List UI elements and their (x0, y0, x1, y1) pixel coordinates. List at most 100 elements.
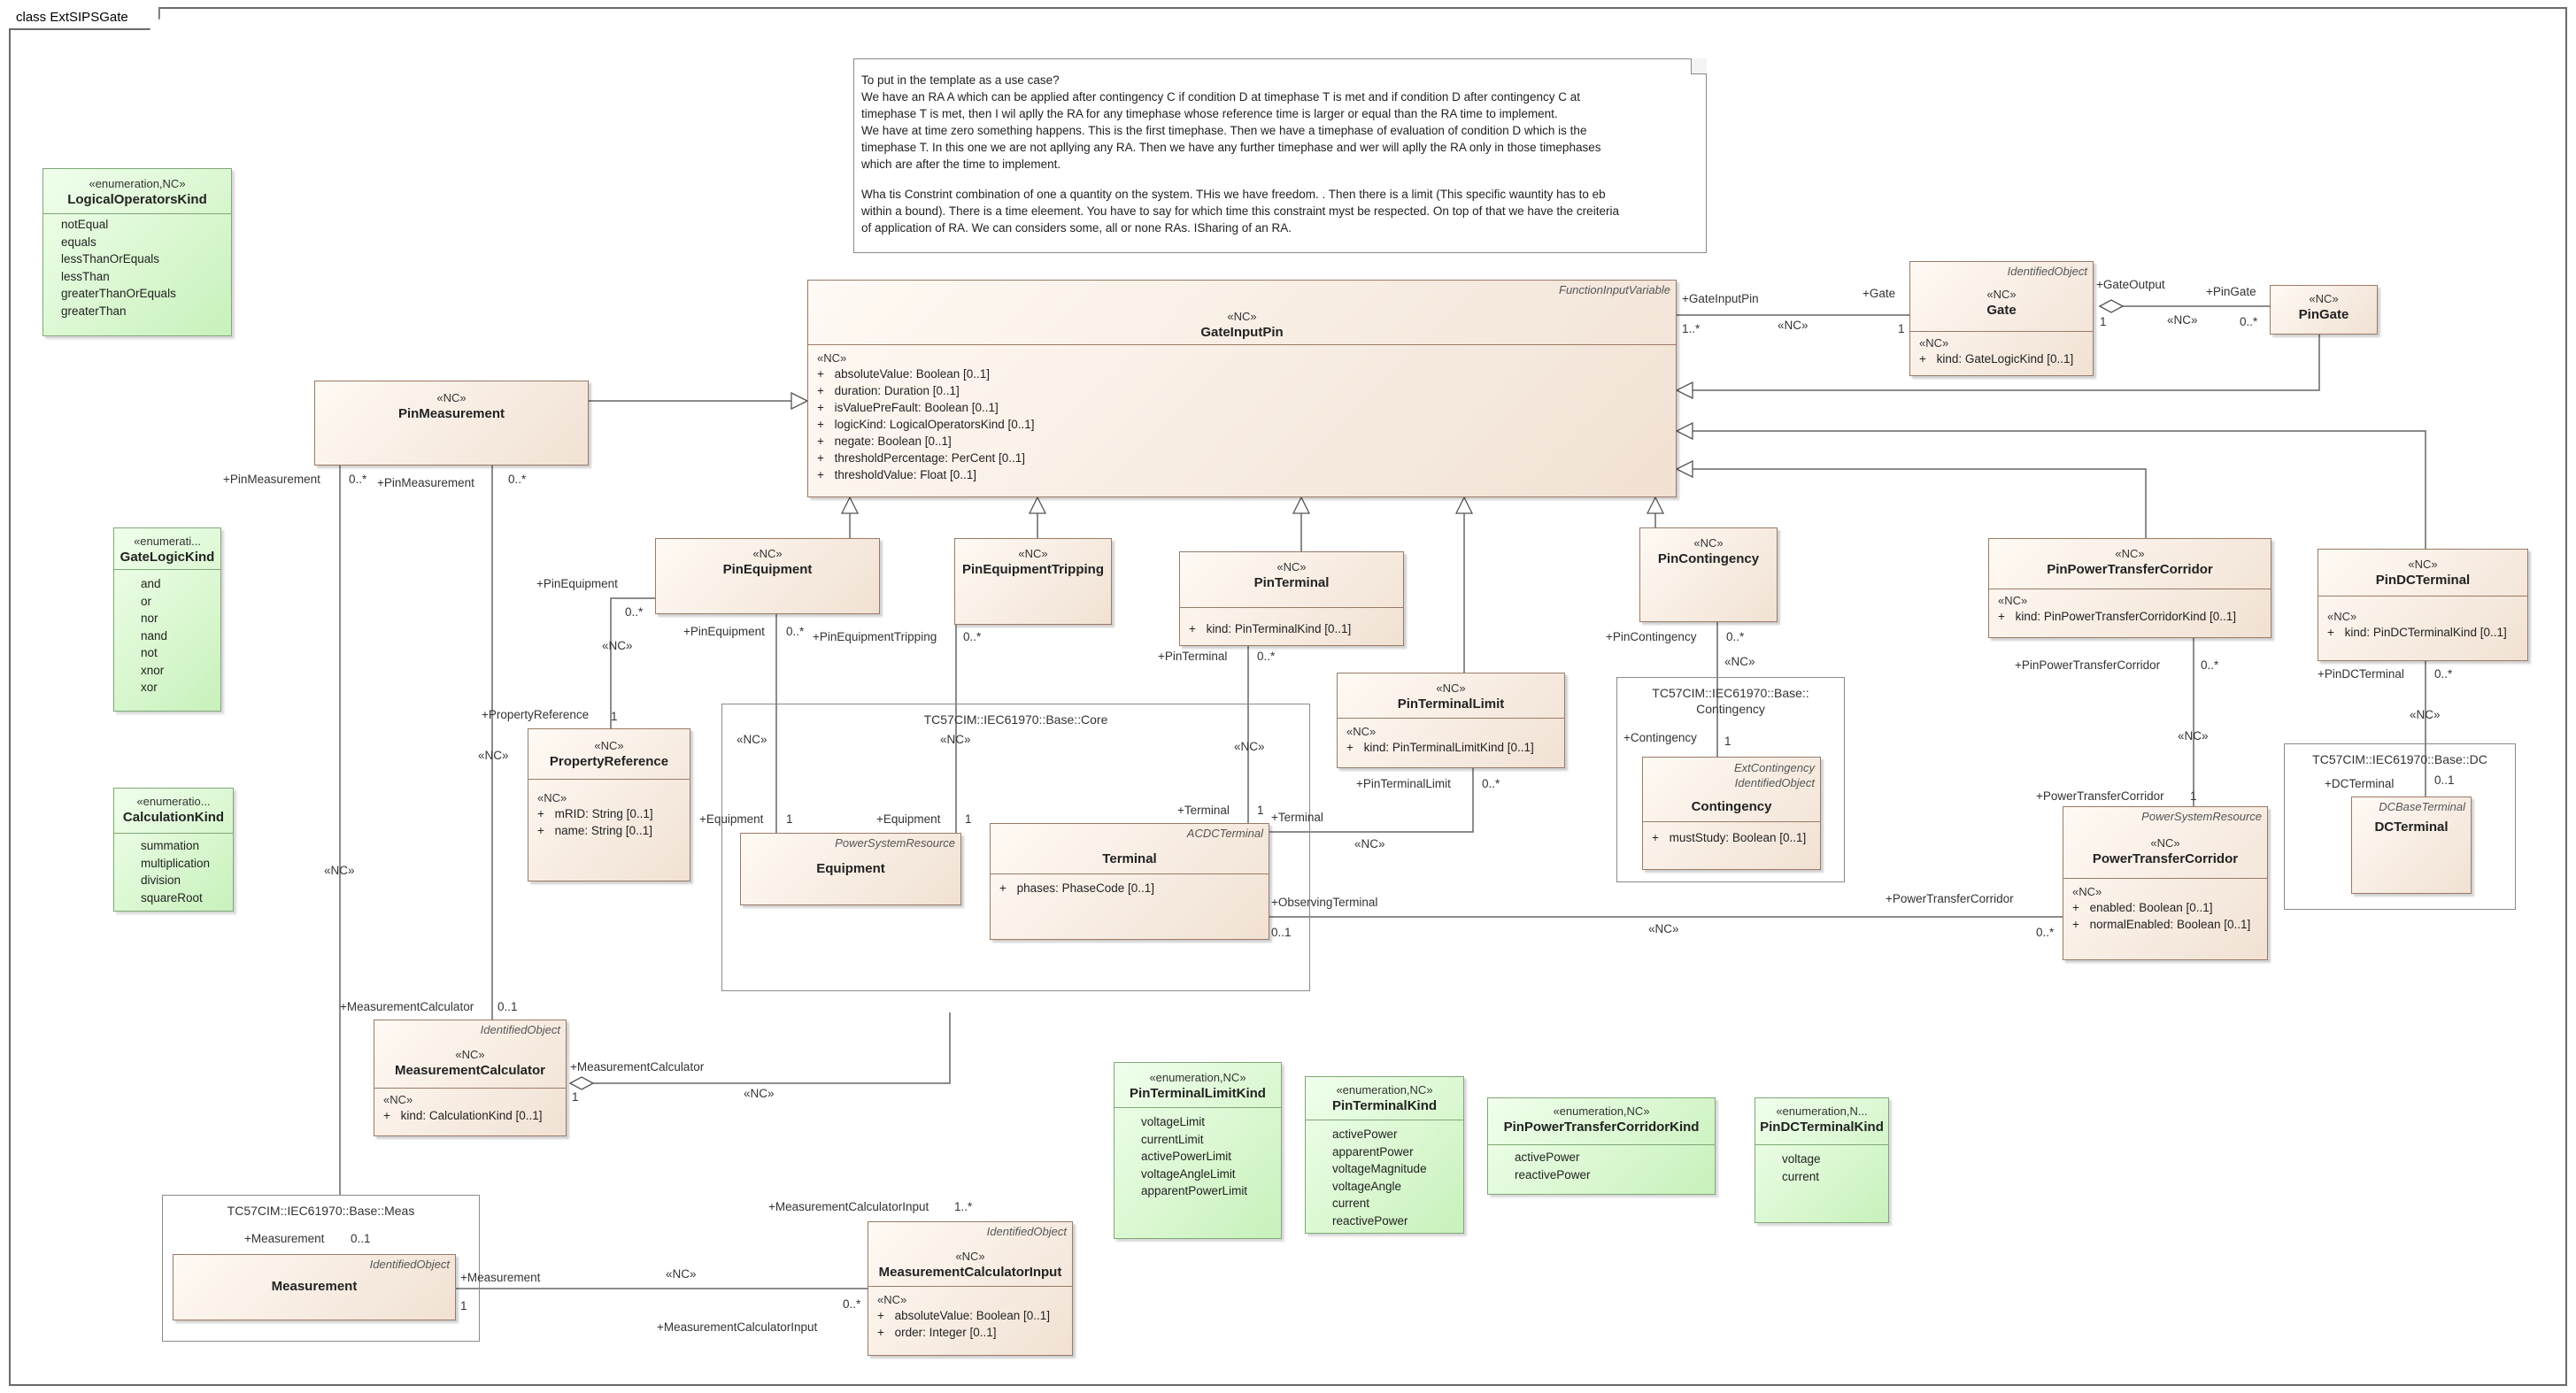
role-label: +Terminal (1271, 811, 1323, 824)
class-measurementcalculator[interactable]: IdentifiedObject «NC» MeasurementCalcula… (374, 1020, 567, 1136)
role-label: +PinEquipmentTripping (813, 630, 937, 643)
class-gateinputpin[interactable]: FunctionInputVariable «NC» GateInputPin … (807, 280, 1677, 497)
class-name: PinDCTerminal (2375, 573, 2471, 588)
stereotype-label: «NC» (1648, 922, 1679, 935)
class-name: Equipment (816, 861, 885, 876)
enum-literal: voltageAngle (1332, 1179, 1402, 1193)
parent-name: IdentifiedObject (986, 1225, 1067, 1238)
enum-literal: activePowerLimit (1141, 1150, 1232, 1163)
class-dcterminal[interactable]: DCBaseTerminal DCTerminal (2351, 797, 2472, 894)
enum-literal: reactivePower (1515, 1167, 1591, 1181)
stereotype-label: «NC» (737, 733, 767, 746)
role-label: +Terminal (1177, 804, 1230, 817)
role-label: +PinMeasurement (377, 476, 474, 489)
class-equipment[interactable]: PowerSystemResource Equipment (740, 833, 961, 905)
enum-logicaloperatorskind[interactable]: «enumeration,NC» LogicalOperatorsKind no… (42, 168, 232, 336)
attribute: kind: PinTerminalKind [0..1] (1189, 620, 1394, 637)
enum-literal: apparentPowerLimit (1141, 1184, 1248, 1197)
package-dc: TC57CIM::IEC61970::Base::DC (2284, 743, 2516, 910)
package-contingency-name: TC57CIM::IEC61970::Base::Contingency (1652, 686, 1809, 716)
attribute: enabled: Boolean [0..1] (2072, 899, 2258, 916)
enum-literal: voltage (1782, 1152, 1821, 1166)
class-name: PinGate (2298, 307, 2349, 322)
enum-literal: reactivePower (1332, 1213, 1408, 1228)
stereotype: «NC» (594, 739, 624, 752)
enum-pinterminalkind[interactable]: «enumeration,NC» PinTerminalKind activeP… (1305, 1076, 1464, 1234)
stereotype: «NC» (955, 1250, 985, 1263)
multiplicity-label: 1 (1257, 804, 1264, 817)
class-pinterminal[interactable]: «NC» PinTerminal kind: PinTerminalKind [… (1179, 551, 1404, 646)
attribute: phases: PhaseCode [0..1] (999, 880, 1260, 897)
class-name: Contingency (1691, 799, 1772, 814)
class-pinequipment[interactable]: «NC» PinEquipment (655, 538, 880, 614)
enum-pindcterminalkind[interactable]: «enumeration,N... PinDCTerminalKind volt… (1755, 1097, 1889, 1223)
stereotype: «NC» (1276, 560, 1307, 573)
multiplicity-label: 1 (460, 1299, 467, 1312)
role-label: +PinTerminalLimit (1356, 777, 1451, 790)
class-propertyreference[interactable]: «NC» PropertyReference «NC» mRID: String… (528, 728, 690, 881)
class-name: Gate (1986, 303, 2017, 318)
multiplicity-label: 1 (786, 812, 793, 826)
class-pincontingency[interactable]: «NC» PinContingency (1639, 527, 1778, 622)
class-pinmeasurement[interactable]: «NC» PinMeasurement (314, 381, 589, 466)
enum-literal: or (141, 594, 152, 608)
class-measurement[interactable]: IdentifiedObject Measurement (173, 1254, 456, 1320)
diagram-frame (9, 7, 2567, 1386)
stereotype-label: «NC» (2410, 708, 2441, 721)
attr-stereotype: «NC» (2327, 610, 2357, 623)
note-line: We have an RA A which can be applied aft… (861, 90, 1580, 104)
attribute: negate: Boolean [0..1] (817, 433, 1667, 450)
generalization-pinptc (1677, 469, 2147, 538)
attribute: isValuePreFault: Boolean [0..1] (817, 399, 1667, 416)
multiplicity-label: 0..1 (2434, 773, 2455, 787)
enum-pinterminallimitkind[interactable]: «enumeration,NC» PinTerminalLimitKind vo… (1114, 1062, 1282, 1239)
multiplicity-label: 1 (2190, 789, 2197, 803)
parent-name: IdentifiedObject (480, 1023, 560, 1036)
attribute: name: String [0..1] (537, 822, 681, 839)
class-pinequipmenttripping[interactable]: «NC» PinEquipmentTripping (954, 538, 1112, 625)
class-gate[interactable]: IdentifiedObject «NC» Gate «NC» kind: Ga… (1909, 261, 2094, 376)
role-label: +Equipment (699, 812, 764, 826)
multiplicity-label: 0..* (786, 625, 805, 638)
stereotype-label: «NC» (324, 864, 355, 877)
role-label: +PowerTransferCorridor (1886, 892, 2014, 905)
stereotype: «NC» (1436, 681, 1466, 695)
class-pingate[interactable]: «NC» PinGate (2270, 285, 2378, 335)
role-label: +PinEquipment (536, 577, 618, 590)
stereotype-label: «NC» (940, 733, 971, 746)
multiplicity-label: 1 (611, 710, 618, 723)
class-measurementcalculatorinput[interactable]: IdentifiedObject «NC» MeasurementCalcula… (868, 1221, 1073, 1356)
class-name: PowerTransferCorridor (2092, 851, 2239, 866)
stereotype-label: «NC» (666, 1267, 697, 1281)
stereotype: «enumeratio... (136, 795, 211, 808)
enum-name: PinDCTerminalKind (1760, 1120, 1884, 1135)
enum-literal: greaterThan (61, 304, 127, 318)
enum-pinptckind[interactable]: «enumeration,NC» PinPowerTransferCorrido… (1487, 1097, 1716, 1195)
stereotype: «NC» (2408, 558, 2438, 571)
class-powertransfercorridor[interactable]: PowerSystemResource «NC» PowerTransferCo… (2063, 806, 2268, 960)
class-pindcterminal[interactable]: «NC» PinDCTerminal «NC» kind: PinDCTermi… (2318, 549, 2528, 661)
attribute: kind: PinPowerTransferCorridorKind [0..1… (1998, 608, 2262, 625)
multiplicity-label: 0..* (508, 473, 527, 486)
enum-calculationkind[interactable]: «enumeratio... CalculationKind summation… (113, 788, 234, 912)
class-pinterminallimit[interactable]: «NC» PinTerminalLimit «NC» kind: PinTerm… (1337, 673, 1565, 768)
enum-gatelogickind[interactable]: «enumerati... GateLogicKind and or nor n… (113, 527, 221, 712)
role-label: +PinTerminal (1158, 650, 1228, 663)
multiplicity-label: 0..* (349, 473, 367, 486)
attr-stereotype: «NC» (1919, 336, 1949, 350)
stereotype-label: «NC» (1234, 740, 1265, 753)
role-label: +Equipment (876, 812, 941, 826)
package-core: TC57CIM::IEC61970::Base::Core (721, 704, 1310, 991)
enum-literal: lessThanOrEquals (61, 252, 160, 266)
enum-name: GateLogicKind (120, 550, 215, 565)
generalization-pingate (1677, 335, 2320, 390)
attribute: kind: PinDCTerminalKind [0..1] (2327, 624, 2518, 641)
stereotype-label: «NC» (744, 1087, 775, 1100)
attribute: logicKind: LogicalOperatorsKind [0..1] (817, 416, 1667, 433)
class-terminal[interactable]: ACDCTerminal Terminal phases: PhaseCode … (990, 823, 1269, 940)
class-pinptc[interactable]: «NC» PinPowerTransferCorridor «NC» kind:… (1988, 538, 2271, 638)
stereotype-label: «NC» (1778, 319, 1809, 332)
